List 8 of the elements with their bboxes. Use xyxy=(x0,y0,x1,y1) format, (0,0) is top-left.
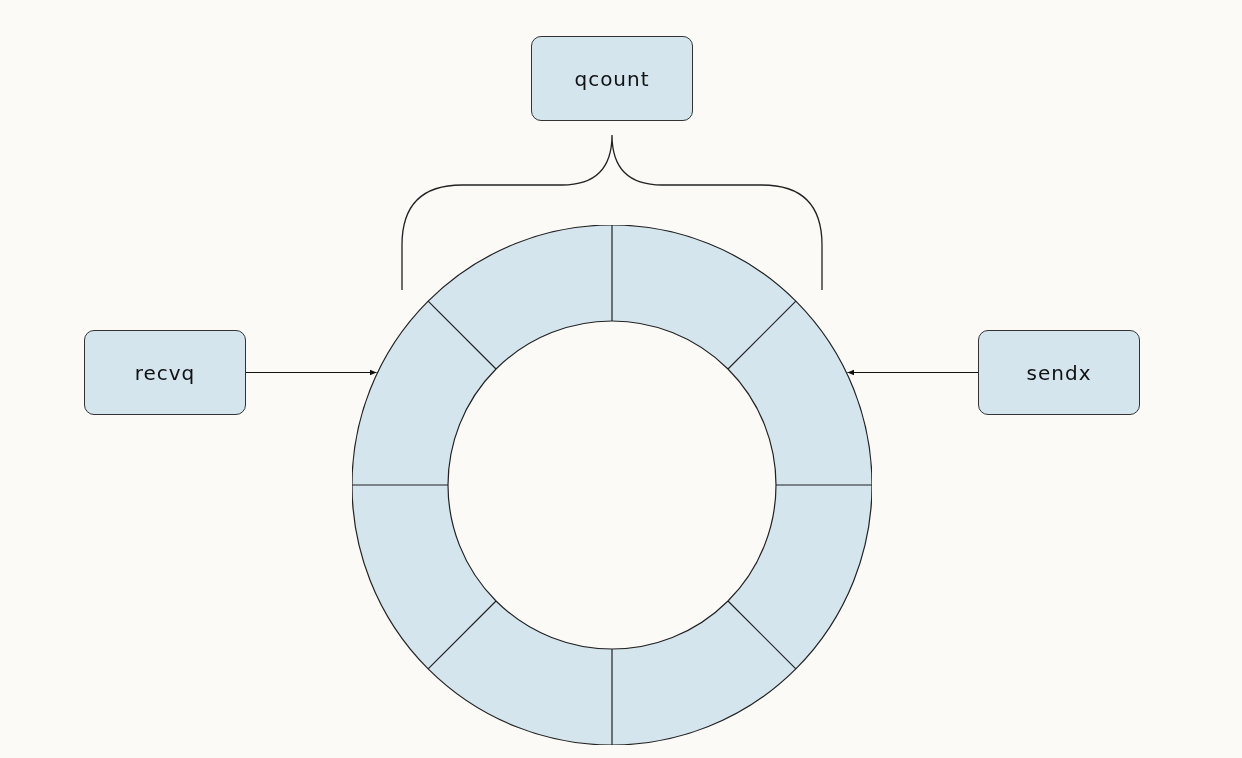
box-label: qcount xyxy=(574,66,650,91)
box-label: sendx xyxy=(1026,360,1092,385)
box-label: recvq xyxy=(134,360,196,385)
label-box xyxy=(978,330,1140,415)
label-box xyxy=(84,330,246,415)
label-box xyxy=(531,36,693,121)
arrow xyxy=(245,369,378,376)
arrow xyxy=(846,369,979,376)
